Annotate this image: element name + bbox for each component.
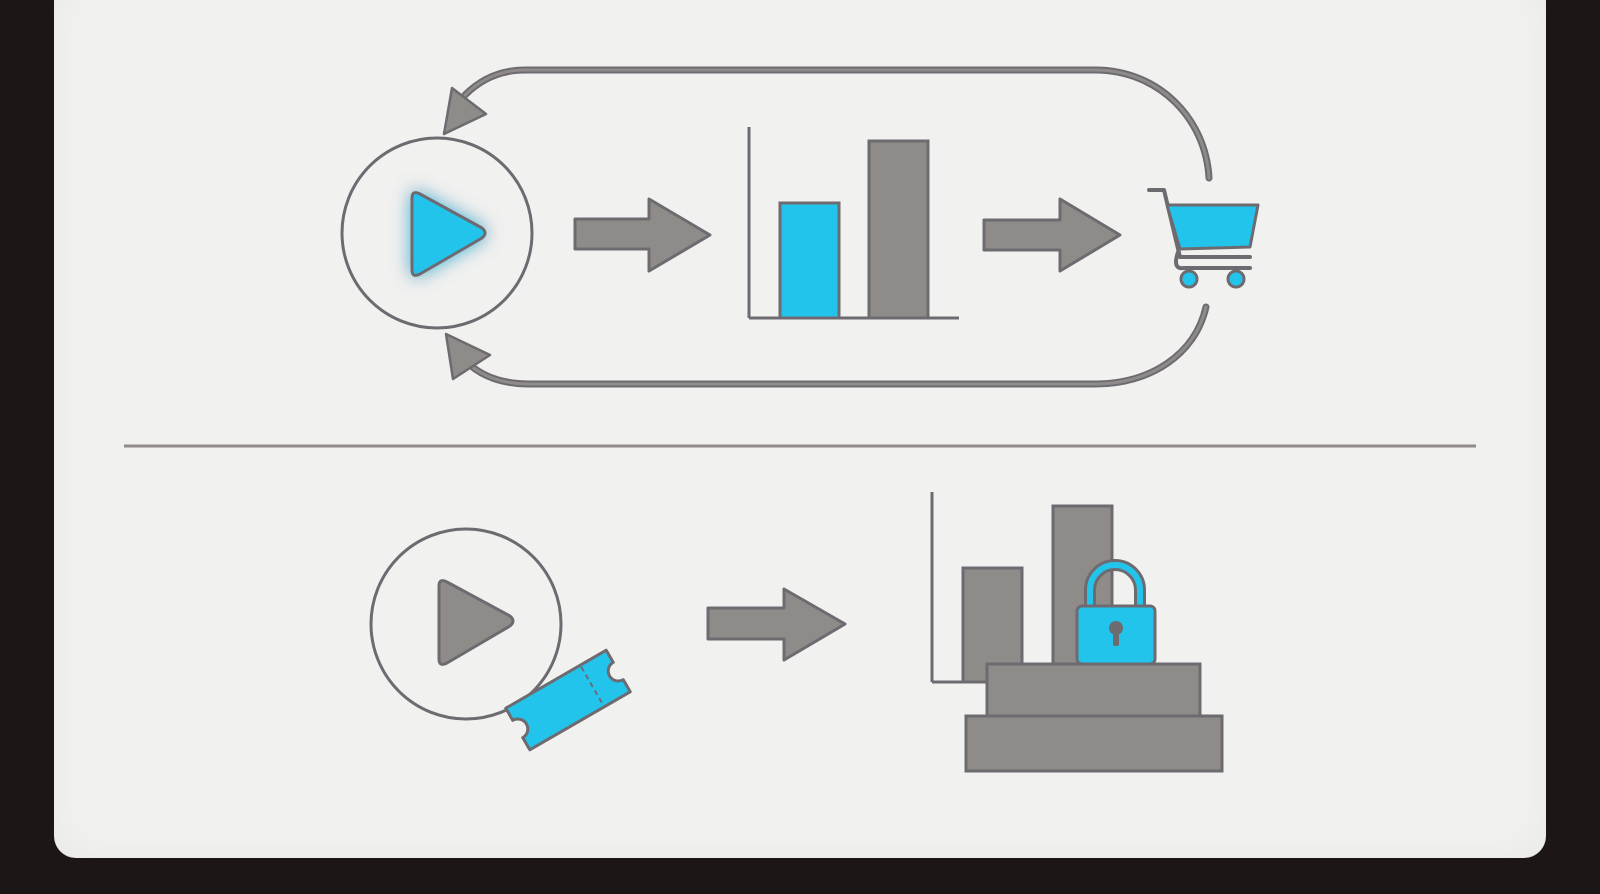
top-flow bbox=[340, 66, 1260, 388]
ticket-icon bbox=[504, 648, 632, 752]
loop-arrow-bottom bbox=[444, 303, 1210, 388]
play-icon bbox=[340, 136, 534, 330]
steps-icon bbox=[964, 662, 1224, 773]
arrow-right-icon bbox=[573, 197, 712, 273]
arrow-right-icon bbox=[706, 587, 847, 662]
diagram-panel bbox=[54, 0, 1546, 858]
shopping-cart-icon bbox=[1147, 188, 1260, 289]
arrow-right-icon bbox=[982, 197, 1122, 273]
bar-chart-icon bbox=[747, 127, 959, 320]
play-icon bbox=[369, 527, 563, 721]
locked-bar-chart-icon bbox=[930, 492, 1224, 773]
bottom-flow bbox=[369, 492, 1224, 773]
lock-icon bbox=[1075, 559, 1157, 666]
loop-arrow-top bbox=[442, 66, 1213, 182]
